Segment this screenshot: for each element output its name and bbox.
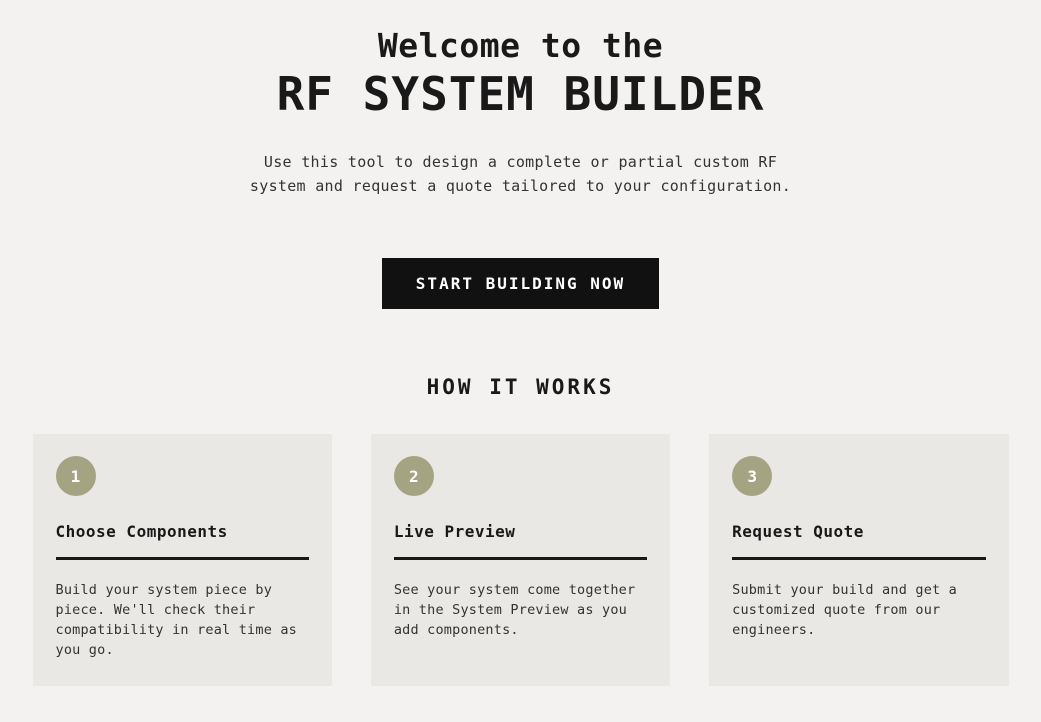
step-description: Build your system piece by piece. We'll …	[55, 582, 298, 659]
start-building-button[interactable]: START BUILDING NOW	[381, 258, 660, 310]
step-title: Live Preview	[393, 522, 516, 542]
step-title: Request Quote	[732, 522, 864, 542]
hero-subtitle: Use this tool to design a complete or pa…	[249, 153, 792, 196]
step-description: See your system come together in the Sys…	[393, 582, 636, 639]
how-it-works-heading: HOW IT WORKS	[426, 375, 615, 400]
step-card-live-preview: 2 Live Preview See your system come toge…	[370, 434, 671, 687]
how-it-works-section: HOW IT WORKS 1 Choose Components Build y…	[0, 375, 1041, 687]
page-title: RF SYSTEM BUILDER	[276, 66, 765, 121]
step-description: Submit your build and get a customized q…	[732, 582, 958, 639]
steps-row: 1 Choose Components Build your system pi…	[32, 434, 1009, 687]
step-number-badge: 1	[55, 456, 96, 497]
title-underline	[55, 557, 309, 561]
step-title: Choose Components	[55, 522, 228, 542]
hero-section: Welcome to the RF SYSTEM BUILDER Use thi…	[0, 26, 1041, 310]
step-number-badge: 3	[732, 456, 773, 497]
rf-system-builder-page: Welcome to the RF SYSTEM BUILDER Use thi…	[0, 26, 1041, 687]
step-number-badge: 2	[393, 456, 434, 497]
title-underline	[393, 557, 648, 561]
step-card-choose-components: 1 Choose Components Build your system pi…	[32, 434, 332, 687]
step-card-request-quote: 3 Request Quote Submit your build and ge…	[709, 434, 1009, 687]
hero-title-line1: Welcome to the	[377, 26, 664, 65]
title-underline	[732, 557, 986, 561]
